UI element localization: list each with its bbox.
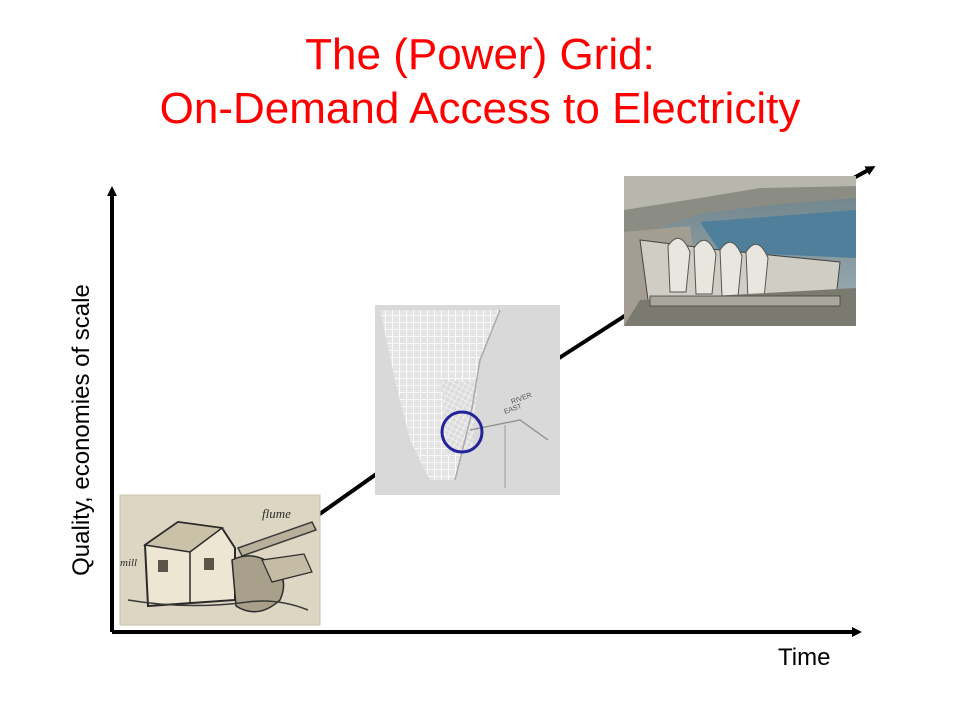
- city-grid-map: EAST RIVER: [375, 305, 560, 495]
- x-axis-label: Time: [778, 644, 831, 671]
- title-line-2: On-Demand Access to Electricity: [159, 84, 801, 133]
- y-axis-label: Quality, economies of scale: [68, 284, 95, 576]
- slide-title: The (Power) Grid: On-Demand Access to El…: [0, 28, 960, 136]
- mill-label: mill: [120, 557, 137, 569]
- title-line-1: The (Power) Grid:: [305, 30, 655, 79]
- hydroelectric-dam-photo: [624, 176, 856, 326]
- flume-label: flume: [262, 506, 291, 521]
- highlight-circle: [440, 410, 484, 454]
- water-mill-sketch: flume mill: [119, 494, 321, 626]
